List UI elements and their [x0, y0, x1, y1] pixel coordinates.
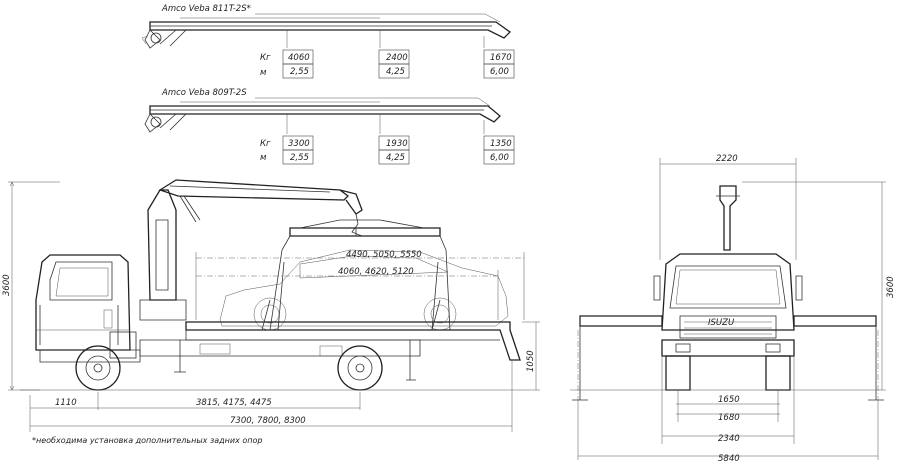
wheelbase-dimension: 3815, 4175, 4475	[196, 398, 272, 408]
reach-m-3: 6,00	[490, 153, 509, 163]
reach-m-3: 6,00	[490, 67, 509, 77]
reach-m-2: 4,25	[386, 153, 405, 163]
truck-front-view: 2220 ISUZU 3600 1650	[570, 154, 896, 464]
m-label: м	[260, 68, 267, 78]
footnote: *необходима установка дополнительных зад…	[32, 436, 262, 445]
platform-length-2: 4060, 4620, 5120	[338, 267, 414, 277]
crane-model-label: Amco Veba 809T-2S	[161, 88, 247, 98]
grille-badge: ISUZU	[708, 318, 735, 328]
load-kg-3: 1350	[490, 139, 512, 149]
truck-side-view: 3600	[2, 179, 540, 445]
crane-diagram-811: Amco Veba 811T-2S* Кг м 4060 2400 1670 2…	[141, 4, 515, 79]
load-kg-1: 3300	[288, 139, 310, 149]
outrigger-span-dimension: 5840	[718, 454, 740, 464]
width-top-dimension: 2220	[716, 154, 738, 164]
crane-model-label: Amco Veba 811T-2S*	[161, 4, 251, 14]
platform-height-dimension: 1050	[526, 350, 536, 372]
track-dimension-2: 1680	[718, 413, 740, 423]
reach-m-1: 2,55	[290, 153, 309, 163]
reach-m-1: 2,55	[290, 67, 309, 77]
overall-length-dimension: 7300, 7800, 8300	[230, 416, 306, 426]
platform-length-1: 4490, 5050, 5550	[346, 250, 422, 260]
front-height-dimension: 3600	[886, 276, 896, 298]
reach-m-2: 4,25	[386, 67, 405, 77]
kg-label: Кг	[260, 139, 271, 149]
crane-diagram-809: Amco Veba 809T-2S Кг м 3300 1930 1350 2,…	[144, 88, 515, 165]
load-kg-3: 1670	[490, 53, 512, 63]
load-kg-2: 1930	[386, 139, 408, 149]
front-overhang-dimension: 1110	[55, 398, 77, 408]
load-kg-1: 4060	[288, 53, 310, 63]
height-dimension: 3600	[2, 274, 12, 296]
kg-label: Кг	[260, 53, 271, 63]
track-dimension-1: 1650	[718, 395, 740, 405]
m-label: м	[260, 153, 267, 163]
width-dimension-2: 2340	[718, 434, 740, 444]
load-kg-2: 2400	[386, 53, 408, 63]
